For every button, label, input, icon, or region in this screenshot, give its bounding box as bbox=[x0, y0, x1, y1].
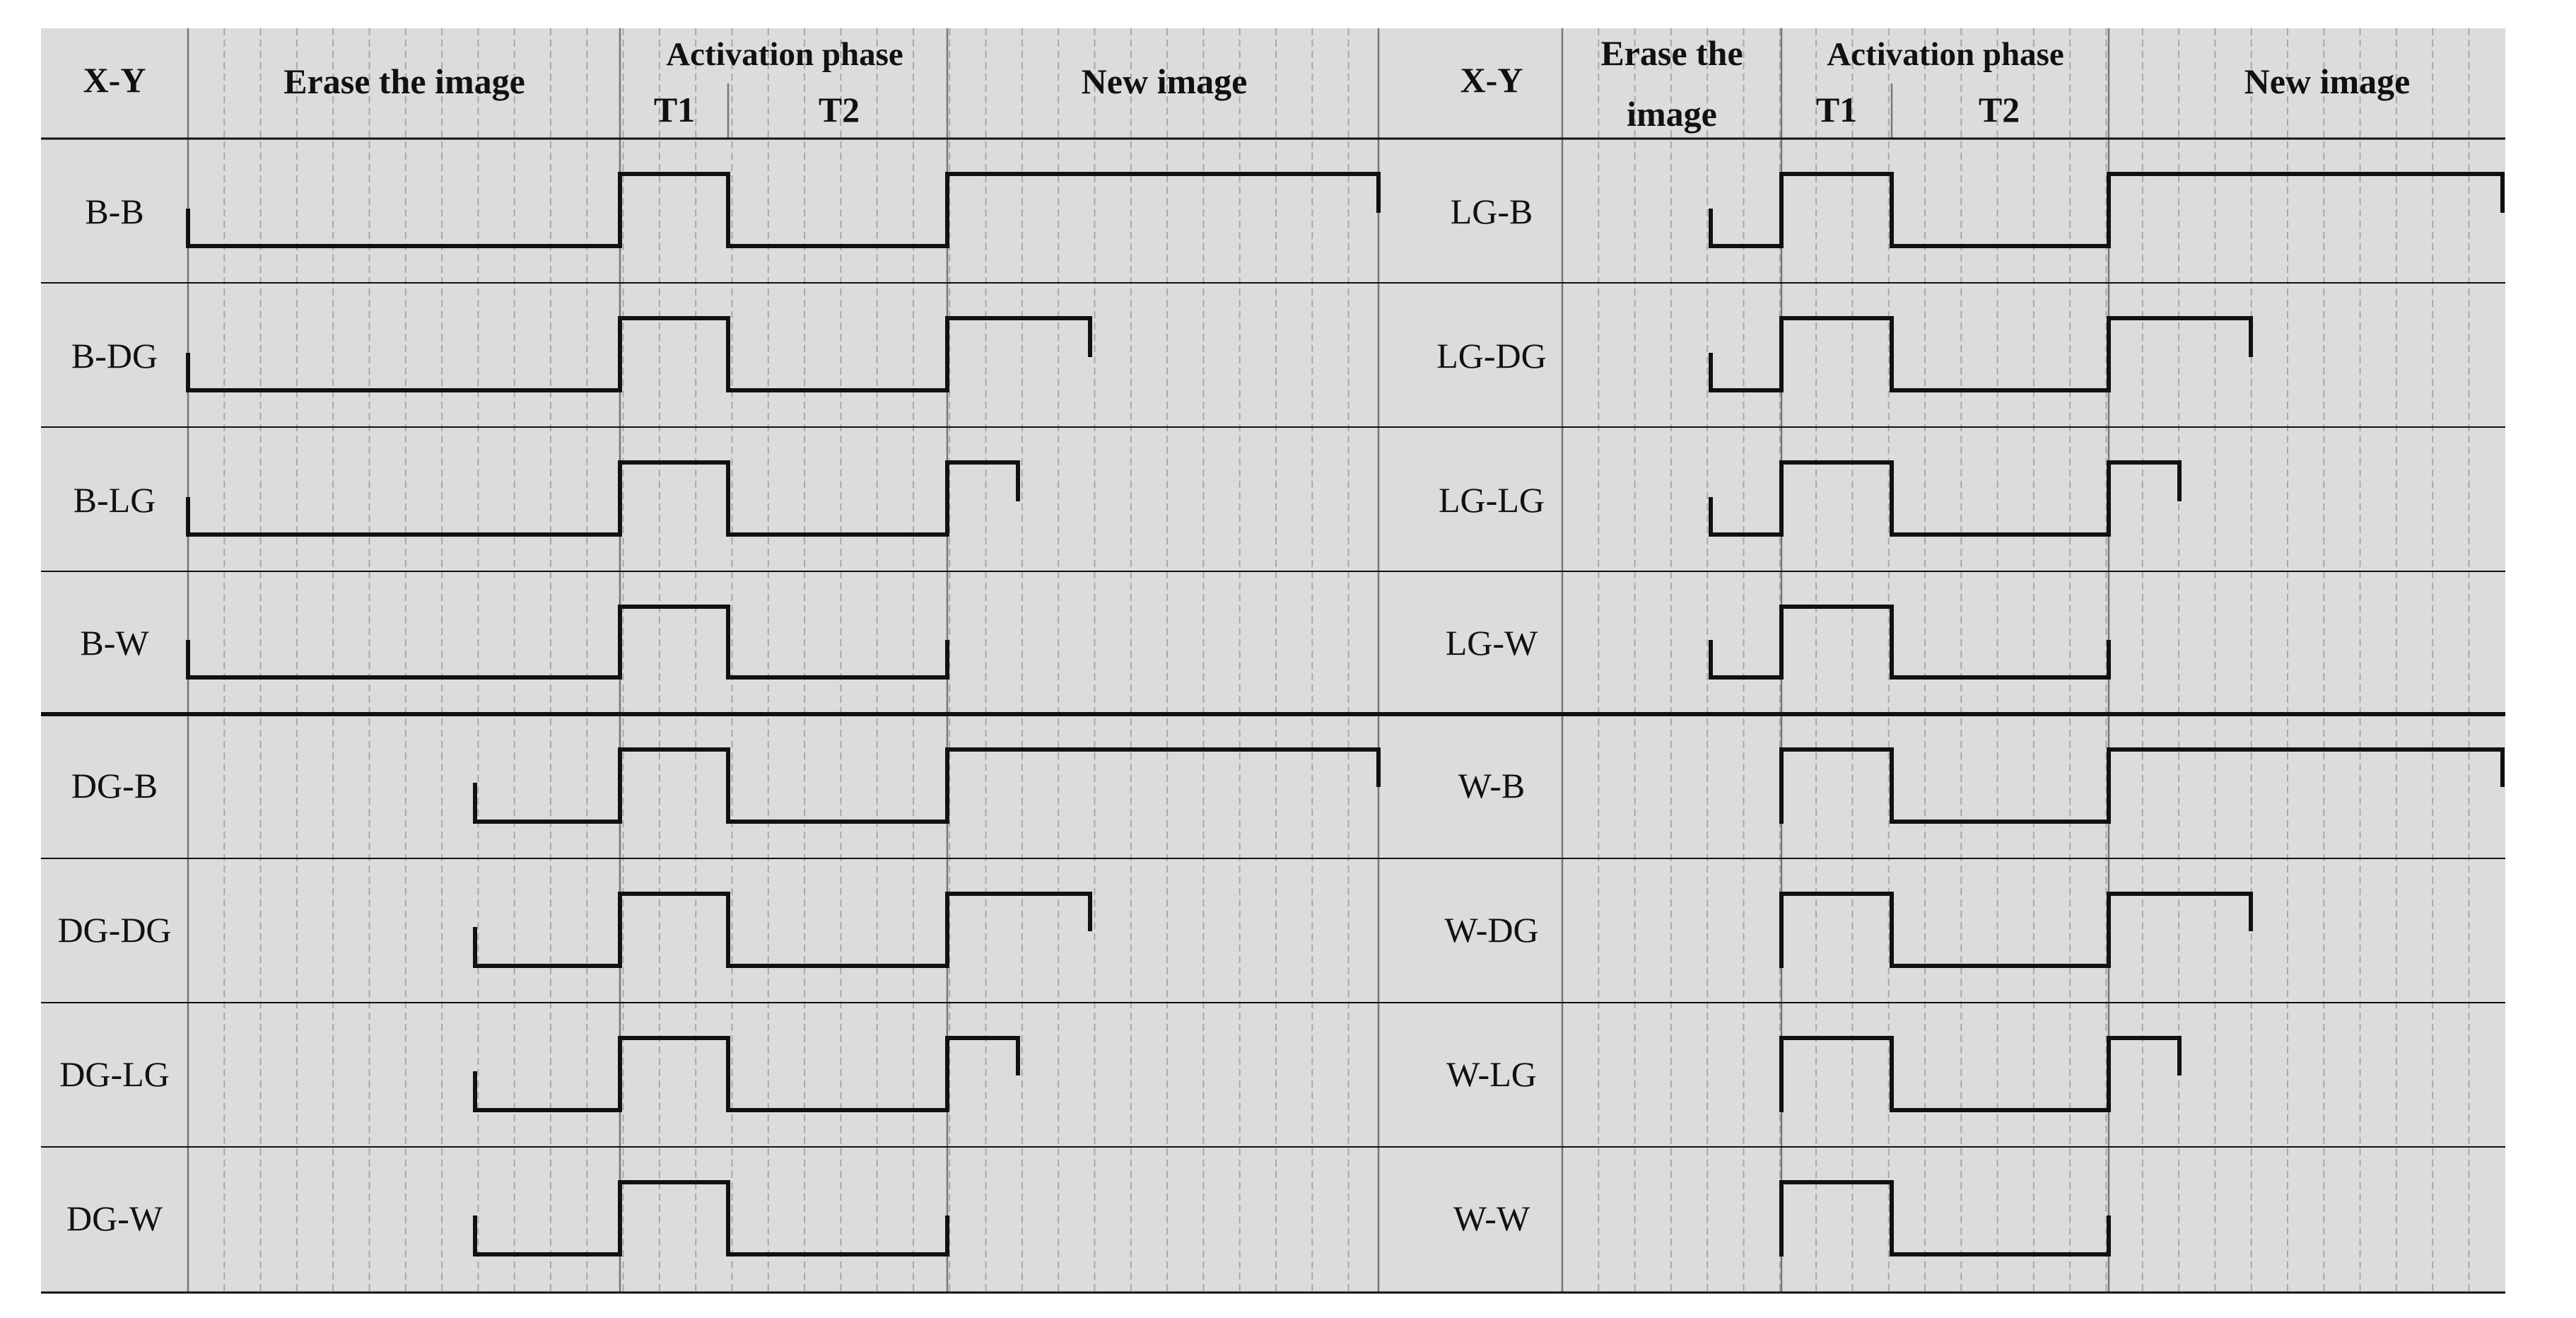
row-borders bbox=[41, 137, 2505, 1294]
right-erase-header-line1: Erase the bbox=[1600, 33, 1743, 73]
row-label: B-DG bbox=[71, 336, 158, 375]
row-label: W-LG bbox=[1446, 1054, 1537, 1094]
waveform-trace bbox=[1779, 892, 2253, 968]
waveform-trace bbox=[1709, 460, 2182, 537]
left-xy-header: X-Y bbox=[83, 60, 146, 100]
right-t1-header: T1 bbox=[1816, 90, 1857, 129]
waveform-trace bbox=[473, 1036, 1020, 1112]
waveform-trace bbox=[186, 605, 949, 680]
waveform-trace bbox=[186, 460, 1020, 537]
waveforms-right bbox=[1709, 172, 2505, 1256]
row-label: W-W bbox=[1453, 1199, 1530, 1238]
row-label: LG-B bbox=[1451, 192, 1533, 231]
row-label: LG-LG bbox=[1439, 480, 1545, 520]
row-label: B-B bbox=[85, 192, 144, 231]
waveform-trace bbox=[1779, 1036, 2182, 1112]
row-label: B-W bbox=[80, 623, 149, 663]
row-label: LG-DG bbox=[1436, 336, 1547, 375]
left-new-image-header: New image bbox=[1082, 62, 1248, 101]
row-label: W-DG bbox=[1444, 910, 1538, 950]
row-label: LG-W bbox=[1446, 623, 1538, 663]
waveform-trace bbox=[1779, 747, 2505, 824]
row-label: DG-W bbox=[66, 1199, 163, 1238]
row-label: W-B bbox=[1458, 766, 1525, 805]
row-label: DG-LG bbox=[59, 1054, 170, 1094]
waveform-trace bbox=[473, 1180, 949, 1256]
right-erase-header-line2: image bbox=[1627, 94, 1717, 134]
waveform-trace bbox=[186, 316, 1092, 392]
left-erase-header: Erase the image bbox=[283, 62, 525, 101]
waveform-trace bbox=[473, 747, 1381, 824]
time-grid bbox=[223, 28, 2470, 1293]
waveform-trace bbox=[1709, 172, 2505, 248]
waveform-trace bbox=[1709, 605, 2111, 680]
left-t1-header: T1 bbox=[654, 90, 695, 129]
waveform-trace bbox=[1779, 1180, 2111, 1256]
waveforms-left bbox=[186, 172, 1381, 1256]
right-new-image-header: New image bbox=[2244, 62, 2411, 101]
waveform-trace bbox=[1709, 316, 2253, 392]
right-xy-header: X-Y bbox=[1460, 60, 1523, 100]
left-activation-header: Activation phase bbox=[666, 36, 903, 73]
right-t2-header: T2 bbox=[1979, 90, 2020, 129]
left-t2-header: T2 bbox=[819, 90, 860, 129]
row-label: DG-B bbox=[71, 766, 158, 805]
row-label: B-LG bbox=[74, 480, 156, 520]
left-panel-background bbox=[41, 28, 1378, 1293]
t1-t2-dividers bbox=[727, 83, 1893, 139]
row-label: DG-DG bbox=[57, 910, 171, 950]
waveform-trace bbox=[186, 172, 1381, 248]
waveform-trace bbox=[473, 892, 1092, 968]
right-panel-background bbox=[1378, 28, 2505, 1293]
right-activation-header: Activation phase bbox=[1827, 36, 2064, 73]
